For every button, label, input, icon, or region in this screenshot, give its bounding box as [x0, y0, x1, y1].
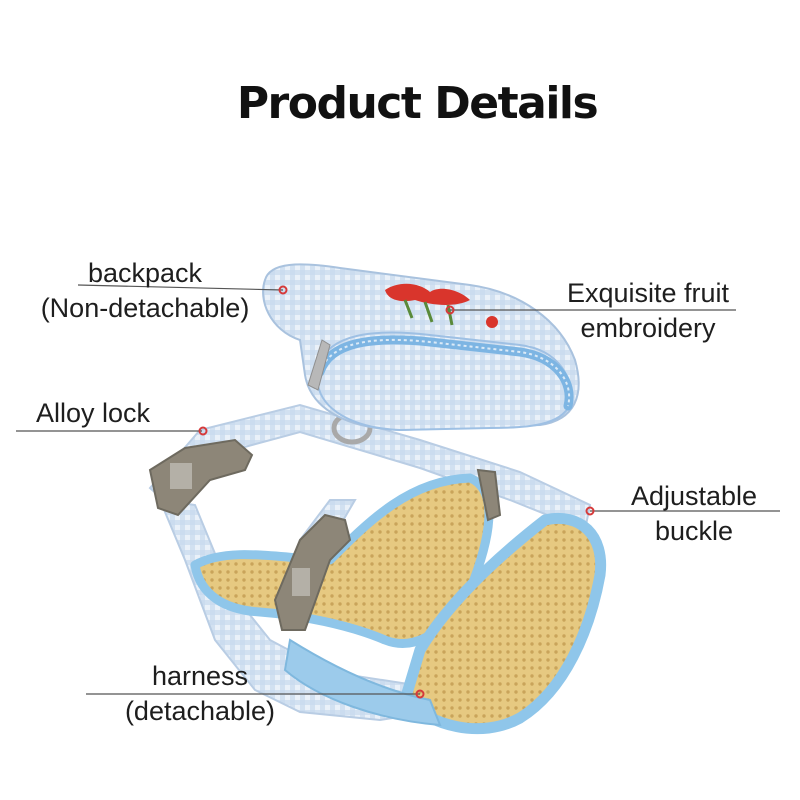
- leader-line-backpack: [77, 284, 284, 291]
- callout-harness-line2: (detachable): [124, 696, 276, 726]
- callout-leader-lines: [16, 284, 780, 695]
- harness-buckles: [148, 438, 502, 631]
- fruit-embroidery: [385, 283, 498, 328]
- marker-alloy: [198, 426, 208, 436]
- callout-backpack-line1: backpack: [87, 258, 203, 288]
- callout-fruit-line2: embroidery: [580, 313, 716, 343]
- callout-backpack-line2: (Non-detachable): [40, 293, 250, 323]
- callout-adjustable-buckle: Adjustable buckle: [614, 479, 774, 549]
- callout-harness: harness (detachable): [100, 659, 300, 729]
- callout-markers: [198, 285, 595, 699]
- backpack-pouch: [262, 263, 580, 432]
- marker-buckle: [585, 506, 595, 516]
- marker-backpack: [278, 285, 288, 295]
- callout-alloy-line1: Alloy lock: [35, 398, 151, 428]
- callout-backpack: backpack (Non-detachable): [20, 256, 270, 326]
- callout-buckle-line2: buckle: [654, 516, 734, 546]
- callout-harness-line1: harness: [151, 661, 249, 691]
- marker-harness: [415, 689, 425, 699]
- callout-buckle-line1: Adjustable: [630, 481, 758, 511]
- marker-fruit: [445, 305, 455, 315]
- page-title: Product Details: [236, 78, 599, 129]
- callout-fruit-embroidery: Exquisite fruit embroidery: [548, 276, 748, 346]
- callout-alloy-lock: Alloy lock: [18, 396, 168, 431]
- callout-fruit-line1: Exquisite fruit: [566, 278, 730, 308]
